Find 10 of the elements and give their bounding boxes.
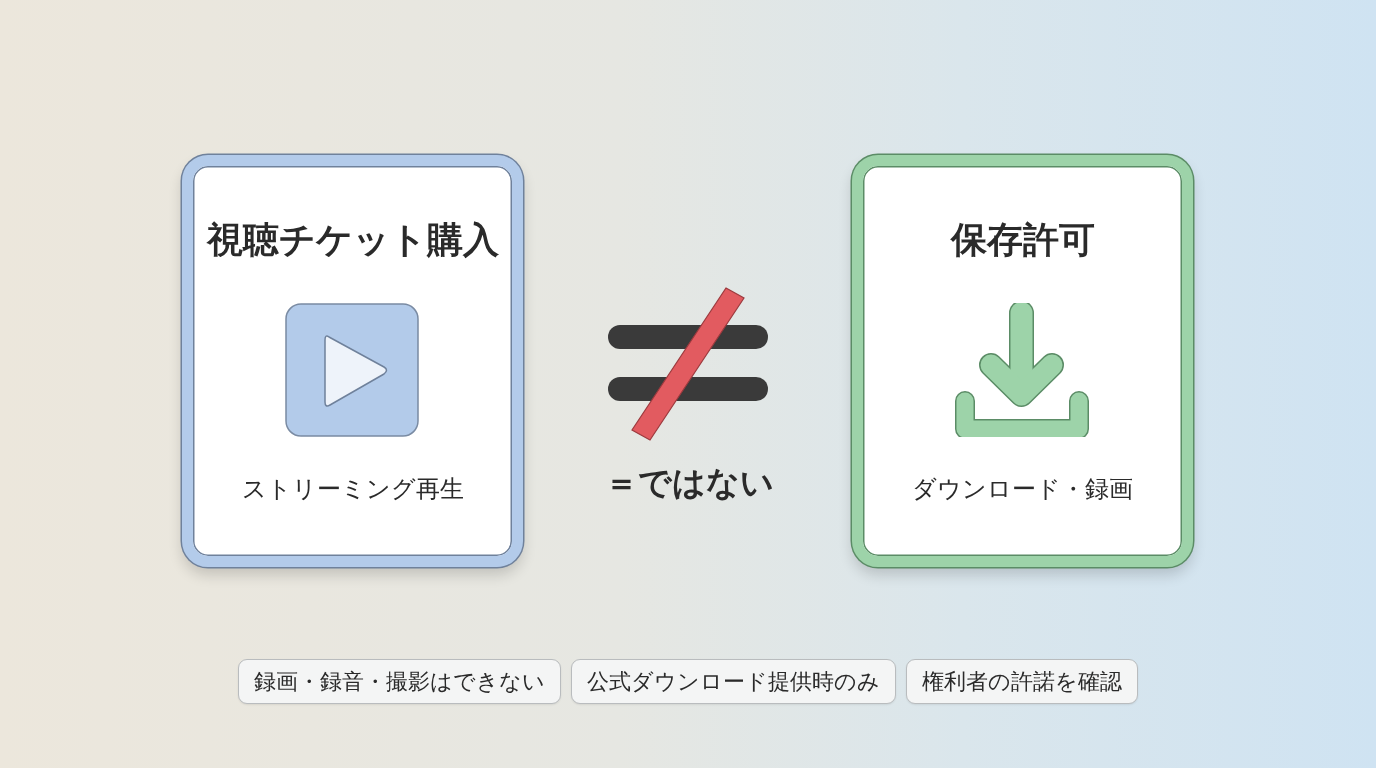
card-title: 視聴チケット購入 — [206, 218, 499, 262]
note-text: ＝ではない — [604, 463, 774, 503]
card-caption: ストリーミング再生 — [241, 474, 464, 504]
note-tag: 録画・録音・撮影はできない — [238, 659, 561, 704]
info-card — [852, 155, 1193, 567]
card-title: 保存許可 — [950, 218, 1095, 262]
note-tag: 公式ダウンロード提供時のみ — [571, 659, 896, 704]
card-caption: ダウンロード・録画 — [912, 474, 1133, 504]
info-card — [182, 155, 523, 567]
note-tag: 権利者の許諾を確認 — [906, 659, 1138, 704]
